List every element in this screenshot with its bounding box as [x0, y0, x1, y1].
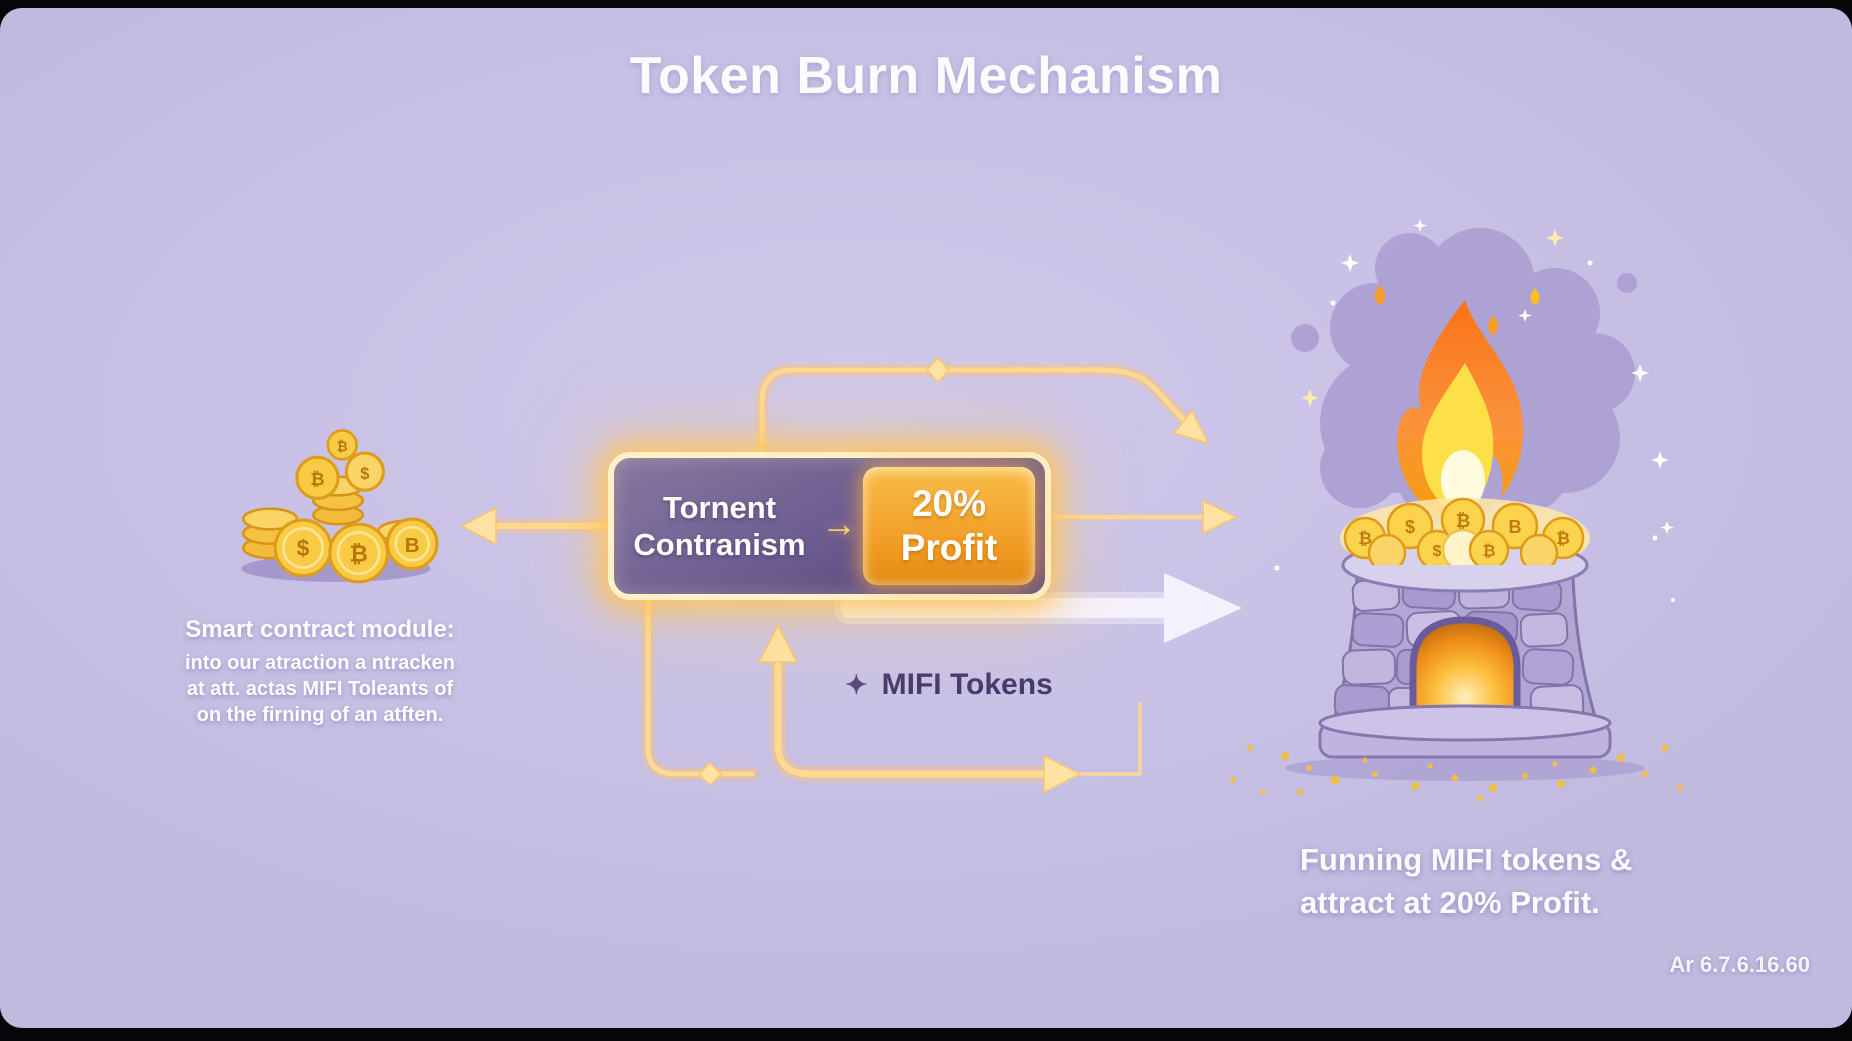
topright-arrowhead-icon [1172, 409, 1210, 445]
coin-bitcoin-glyph: ₿ [1482, 542, 1495, 560]
bottom-diamond-icon [697, 761, 723, 787]
coin-dollar-glyph: $ [1405, 517, 1415, 537]
top-path-glow [755, 363, 1191, 459]
left-arrowhead-icon [460, 506, 497, 546]
coin-bitcoin-glyph: ₿ [1358, 529, 1372, 548]
thin-return-line [1076, 702, 1142, 776]
coin-bitcoin-glyph: ₿ [1456, 511, 1471, 531]
up-arrowhead-icon [757, 624, 799, 663]
elbow-right-arrowhead-icon [1043, 754, 1082, 794]
coin-bitcoin-glyph: ₿ [310, 469, 324, 489]
ember-droplet-icons [1374, 285, 1540, 335]
profit-percent: 20% [911, 483, 987, 524]
sparkle-icons [1274, 219, 1675, 602]
up-right-elbow-line [774, 652, 1050, 778]
coin-b-glyph: B [1509, 517, 1522, 537]
coin-faces: $ ₿ B ₿ $ ₿ [273, 429, 439, 584]
coin-pile-illustration: $ ₿ B ₿ $ ₿ [241, 429, 439, 584]
mechanism-box: Tornent Contranism → 20% Profit [608, 452, 1051, 600]
furnace-illustration: ₿ $ ₿ B ₿ $ ₿ [1230, 219, 1683, 801]
coin-bitcoin-glyph: ₿ [349, 540, 367, 566]
mechanism-label-line1: Tornent [662, 490, 777, 525]
furnace-caption: Funning MIFI tokens & attract at 20% Pro… [1300, 838, 1760, 924]
caption-line: at att. actas MIFI Toleants of [186, 678, 454, 700]
bottom-elbow-line [645, 597, 755, 777]
footer-code: Ar 6.7.6.16.60 [1669, 952, 1810, 977]
caption-line: on the firning of an atften. [196, 704, 444, 726]
big-right-arrow [834, 573, 1242, 643]
gold-speck-icons [1230, 744, 1683, 801]
coin-dollar-glyph: $ [297, 535, 310, 561]
furnace-arch-opening [1409, 616, 1521, 727]
furnace-base [1318, 704, 1612, 759]
top-flow-path [759, 367, 1187, 455]
furnace-caption-line2: attract at 20% Profit. [1300, 885, 1600, 920]
arrow-right-icon: → [821, 503, 857, 544]
flame-icon [1397, 300, 1524, 524]
furnace-caption-line1: Funning MIFI tokens & [1300, 842, 1633, 877]
profit-word: Profit [900, 527, 998, 568]
coin-bitcoin-glyph: ₿ [1556, 529, 1570, 548]
caption-heading: Smart contract module: [185, 616, 455, 643]
mechanism-label-line2: Contranism [633, 527, 806, 562]
top-diamond-icon [925, 356, 951, 384]
mifi-tokens-label: ✦ MIFI Tokens [845, 668, 1053, 702]
coin-pile-caption: Smart contract module: into our atractio… [150, 616, 490, 728]
mifi-text: MIFI Tokens [881, 668, 1053, 701]
right-arrowhead-icon [1202, 499, 1238, 535]
coin-dollar-glyph: $ [1433, 543, 1442, 560]
illustration-background: Token Burn Mechanism [0, 8, 1852, 1028]
coin-b-glyph: B [405, 534, 420, 557]
bottom-elbow-glow [641, 593, 759, 781]
flow-arrows-layer [460, 356, 1242, 794]
sparkle-icon: ✦ [845, 669, 868, 700]
caption-line: into our atraction a ntracken [184, 652, 456, 674]
profit-badge: 20% Profit [863, 467, 1035, 585]
coin-bitcoin-glyph: ₿ [337, 439, 348, 454]
page-title: Token Burn Mechanism [629, 47, 1223, 105]
mechanism-label: Tornent Contranism [624, 489, 815, 563]
coin-dollar-glyph: $ [360, 465, 369, 483]
bowl-rim-front [1341, 564, 1589, 593]
burning-coins: ₿ $ ₿ B ₿ $ ₿ [1343, 497, 1585, 573]
